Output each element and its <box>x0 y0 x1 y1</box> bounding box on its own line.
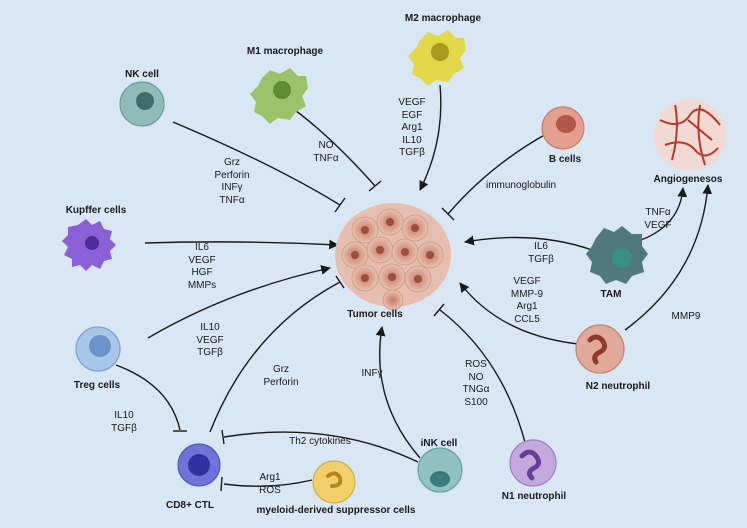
cd8-ctl-label: CD8+ CTL <box>165 500 215 511</box>
mdsc-label: myeloid-derived suppressor cells <box>256 505 416 516</box>
b-factors: immunoglobulin <box>485 180 557 191</box>
nk-inhibit-bar <box>334 197 346 213</box>
mdsc-cd8-bar <box>220 476 223 492</box>
mdsc-factors: Arg1 ROS <box>259 472 281 496</box>
n1-neutrophil-icon <box>509 439 557 487</box>
tam-arrow <box>464 235 593 251</box>
tam-angio-arrow <box>640 187 688 241</box>
angiogenesis-label: Angiogenesos <box>653 174 723 185</box>
n2-arrow <box>459 282 579 345</box>
connectors <box>115 84 713 492</box>
ink-arrow <box>375 326 421 459</box>
n1-inhibit-line <box>439 309 528 451</box>
n2-angio-factors: MMP9 <box>671 311 701 322</box>
tam-icon <box>586 226 648 284</box>
m1-inhibit-bar <box>368 180 382 192</box>
mdsc-cd8-line <box>223 479 313 487</box>
m2-macrophage-label: M2 macrophage <box>404 13 482 24</box>
n1-neutrophil-label: N1 neutrophil <box>501 491 567 502</box>
m1-factors: NO TNFα <box>313 140 339 164</box>
b-cell-icon <box>541 106 585 150</box>
ink-cell-label: iNK cell <box>420 438 458 449</box>
kupffer-arrow <box>144 239 339 250</box>
cd8-factors: Grz Perforin <box>263 364 299 388</box>
treg-cells-label: Treg cells <box>73 380 121 391</box>
tam-angio-factors: TNFα VEGF <box>644 207 672 231</box>
ink-cd8-factors: Th2 cytokines <box>289 436 351 447</box>
cd8-inhibit-line <box>209 281 341 433</box>
m2-macrophage-icon <box>408 30 466 86</box>
tam-label: TAM <box>600 289 622 300</box>
n2-angio-arrow <box>624 184 713 331</box>
n2-neutrophil-label: N2 neutrophil <box>585 381 651 392</box>
m1-inhibit-line <box>287 104 376 187</box>
nk-inhibit-line <box>172 121 341 206</box>
treg-cd8-factors: IL10 TGFβ <box>111 410 137 434</box>
b-inhibit-bar <box>441 207 455 221</box>
angiogenesis-icon <box>654 99 726 171</box>
n1-inhibit-bar <box>433 303 445 317</box>
m1-macrophage-label: M1 macrophage <box>246 46 324 57</box>
kupffer-cell-icon <box>62 219 116 271</box>
treg-cell-icon <box>75 326 121 372</box>
b-cells-label: B cells <box>548 154 582 165</box>
cd8-ctl-icon <box>177 443 221 487</box>
m2-factors: VEGF EGF Arg1 IL10 TGFβ <box>398 97 426 158</box>
tumor-cluster <box>335 203 451 311</box>
ink-cd8-line <box>223 431 419 463</box>
nk-factors: Grz Perforin INFγ TNFα <box>214 157 250 206</box>
nk-cell-icon <box>119 81 165 127</box>
kupffer-factors: IL6 VEGF HGF MMPs <box>187 242 217 291</box>
treg-cd8-line <box>115 364 181 431</box>
nk-cell-label: NK cell <box>125 69 159 80</box>
n1-factors: ROS NO TNGα S100 <box>462 359 490 408</box>
n2-neutrophil-icon <box>575 324 625 374</box>
ink-tumor-factors: INFγ <box>361 368 383 379</box>
treg-arrow <box>147 265 331 339</box>
ink-cd8-bar <box>221 429 225 445</box>
b-inhibit-line <box>447 132 549 215</box>
m1-macrophage-icon <box>250 68 308 124</box>
treg-tumor-factors: IL10 VEGF TGFβ <box>196 322 224 358</box>
m2-arrow <box>419 84 442 191</box>
cd8-inhibit-bar <box>335 275 345 289</box>
tumor-cells-label: Tumor cells <box>347 309 403 320</box>
ink-cell-icon <box>417 447 463 493</box>
mdsc-icon <box>312 460 356 504</box>
n2-tumor-factors: VEGF MMP-9 Arg1 CCL5 <box>510 276 544 325</box>
tam-tumor-factors: IL6 TGFβ <box>528 241 554 265</box>
kupffer-cells-label: Kupffer cells <box>65 205 127 216</box>
